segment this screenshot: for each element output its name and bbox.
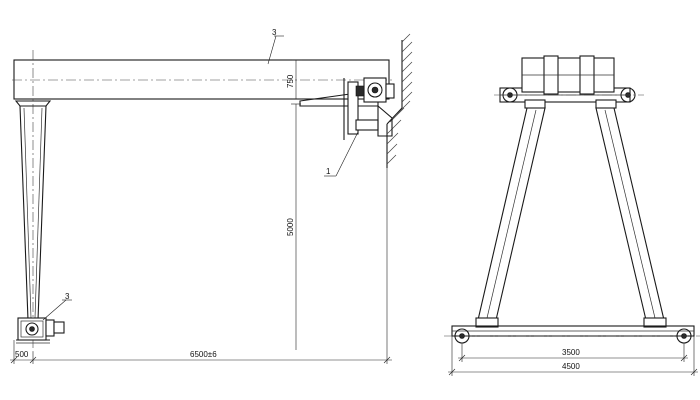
- callout-top: 3: [272, 28, 277, 37]
- dim-vertical: 5000: [286, 218, 295, 236]
- callout-bottom: 3: [65, 292, 70, 301]
- wall: [386, 33, 413, 168]
- bottom-drive-unit: [16, 317, 65, 344]
- callout-bracket: 1: [326, 167, 331, 176]
- main-beam: [13, 59, 390, 100]
- dim-left: 500: [15, 350, 29, 359]
- dim-outer: 4500: [562, 362, 580, 371]
- end-view: 3500 4500: [444, 55, 700, 376]
- side-view: 3 3: [10, 28, 413, 364]
- dim-inner: 3500: [562, 348, 580, 357]
- wall-bracket: [299, 77, 395, 140]
- dim-span: 6500±6: [190, 350, 217, 359]
- dim-beam-height: 750: [286, 74, 295, 88]
